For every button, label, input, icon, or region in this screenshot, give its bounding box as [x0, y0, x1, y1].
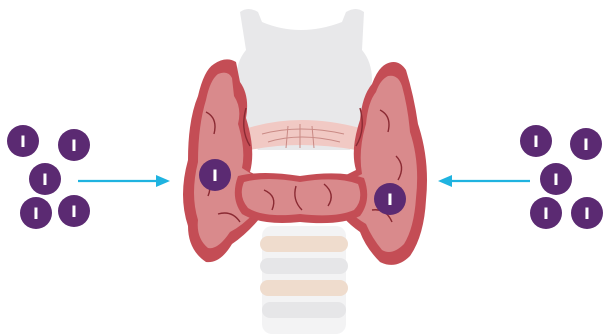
iodine-label: I [212, 166, 218, 185]
iodine-label: I [387, 190, 393, 209]
iodine-atom-icon: I [29, 163, 61, 195]
left-arrow-icon [438, 175, 452, 187]
iodine-atom-icon: I [530, 197, 562, 229]
iodine-label: I [553, 170, 559, 189]
iodine-label: I [584, 204, 590, 223]
iodine-atom-icon: I [540, 163, 572, 195]
iodine-atom-icon: I [7, 125, 39, 157]
iodine-label: I [71, 202, 77, 221]
right-arrow [438, 175, 530, 187]
iodine-label: I [71, 136, 77, 155]
trachea [260, 226, 348, 334]
iodine-atom-icon: I [571, 197, 603, 229]
left-arrow [78, 175, 170, 187]
iodine-atom-icon: I [520, 125, 552, 157]
iodine-label: I [533, 132, 539, 151]
iodine-label: I [42, 170, 48, 189]
iodine-atom-icon: I [58, 129, 90, 161]
iodine-atom-icon: I [58, 195, 90, 227]
iodine-label: I [20, 132, 26, 151]
iodine-label: I [33, 204, 39, 223]
iodine-atom-icon: I [20, 197, 52, 229]
iodine-atom-icon: I [199, 159, 231, 191]
iodine-atom-icon: I [374, 183, 406, 215]
iodine-label: I [583, 135, 589, 154]
iodine-atom-icon: I [570, 128, 602, 160]
right-arrow-icon [156, 175, 170, 187]
iodine-label: I [543, 204, 549, 223]
